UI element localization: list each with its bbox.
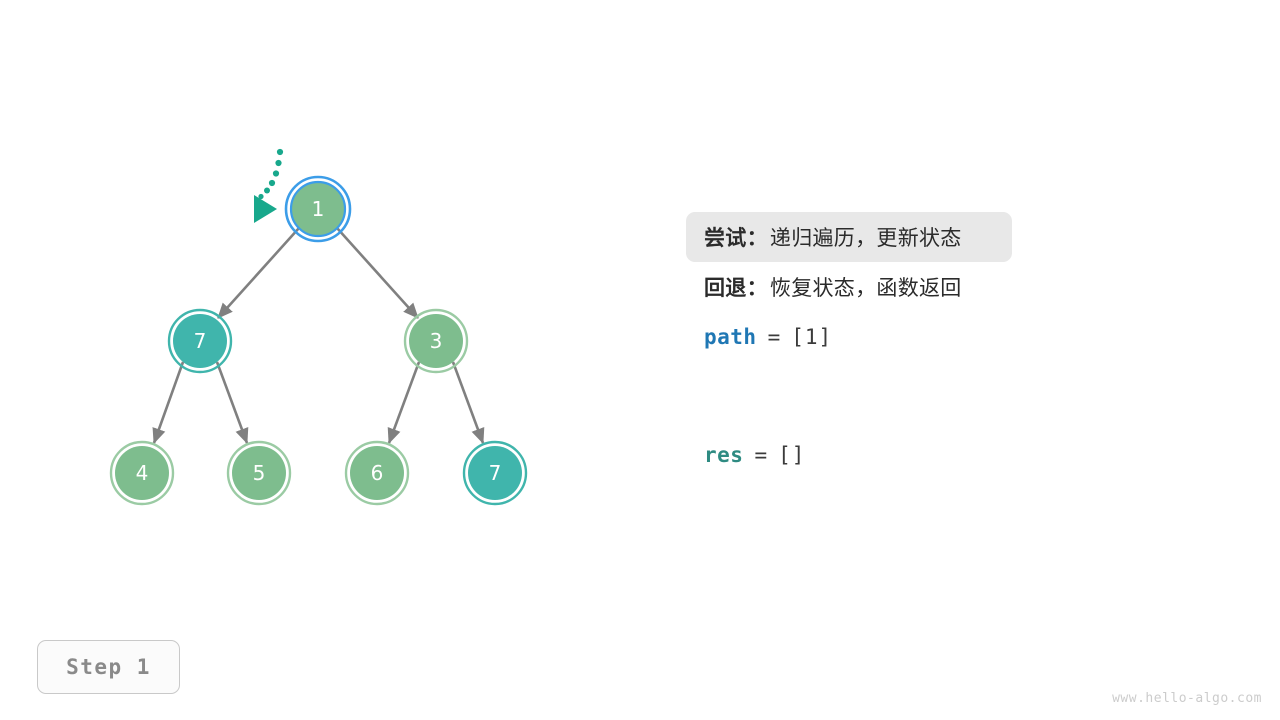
variable-row-path: path = [1] <box>686 312 1246 362</box>
variable-eq-res: = <box>754 443 768 467</box>
tree-diagram: 1 7 3 4 5 6 7 <box>109 148 528 506</box>
edge-3-to-7 <box>451 361 485 444</box>
watermark: www.hello-algo.com <box>1112 691 1262 706</box>
variable-row-res: res = [] <box>686 430 1246 480</box>
tree-node-7-left[interactable]: 7 <box>167 308 233 374</box>
tree-edges <box>152 227 485 444</box>
tree-node-6[interactable]: 6 <box>344 440 410 506</box>
info-row-try-key: 尝试： <box>704 227 768 250</box>
pointer-trail-dot <box>258 193 264 200</box>
variable-spacer <box>686 362 1246 430</box>
tree-node-5-label: 5 <box>253 461 266 485</box>
edge-1-to-3 <box>336 227 419 319</box>
info-row-backtrack: 回退： 恢复状态，函数返回 <box>686 262 1246 312</box>
info-row-try-value: 递归遍历，更新状态 <box>769 227 962 250</box>
tree-node-3-label: 3 <box>430 329 443 353</box>
pointer-trail-dot <box>276 148 284 156</box>
edge-7-to-4 <box>152 361 185 444</box>
edge-7-to-5 <box>215 361 249 444</box>
tree-node-7-right[interactable]: 7 <box>462 440 528 506</box>
tree-node-1-label: 1 <box>312 197 325 221</box>
edge-3-to-6 <box>387 361 421 444</box>
pointer-trail-dot <box>268 179 276 187</box>
tree-node-7-left-label: 7 <box>194 329 207 353</box>
variable-name-path: path <box>704 325 757 349</box>
tree-node-5[interactable]: 5 <box>226 440 292 506</box>
tree-node-4-label: 4 <box>136 461 149 485</box>
pointer-trail-dot <box>264 187 270 194</box>
variable-value-path: [1] <box>791 325 833 349</box>
recursion-pointer <box>254 148 284 223</box>
info-row-try: 尝试： 递归遍历，更新状态 <box>686 212 1012 262</box>
info-panel: 尝试： 递归遍历，更新状态 回退： 恢复状态，函数返回 path = [1] r… <box>686 212 1246 480</box>
tree-node-6-label: 6 <box>371 461 384 485</box>
variable-name-res: res <box>704 443 744 467</box>
tree-node-1[interactable]: 1 <box>284 175 352 243</box>
pointer-trail-dot <box>275 159 282 167</box>
info-row-backtrack-value: 恢复状态，函数返回 <box>769 277 962 300</box>
variable-value-res: [] <box>778 443 806 467</box>
tree-node-3[interactable]: 3 <box>403 308 469 374</box>
pointer-trail-dot <box>272 170 280 177</box>
step-badge: Step 1 <box>37 640 180 694</box>
tree-node-7-right-label: 7 <box>489 461 502 485</box>
info-row-backtrack-key: 回退： <box>704 277 768 300</box>
variable-eq-path: = <box>767 325 781 349</box>
edge-1-to-7 <box>217 227 300 319</box>
pointer-triangle-icon <box>254 195 277 223</box>
tree-node-4[interactable]: 4 <box>109 440 175 506</box>
